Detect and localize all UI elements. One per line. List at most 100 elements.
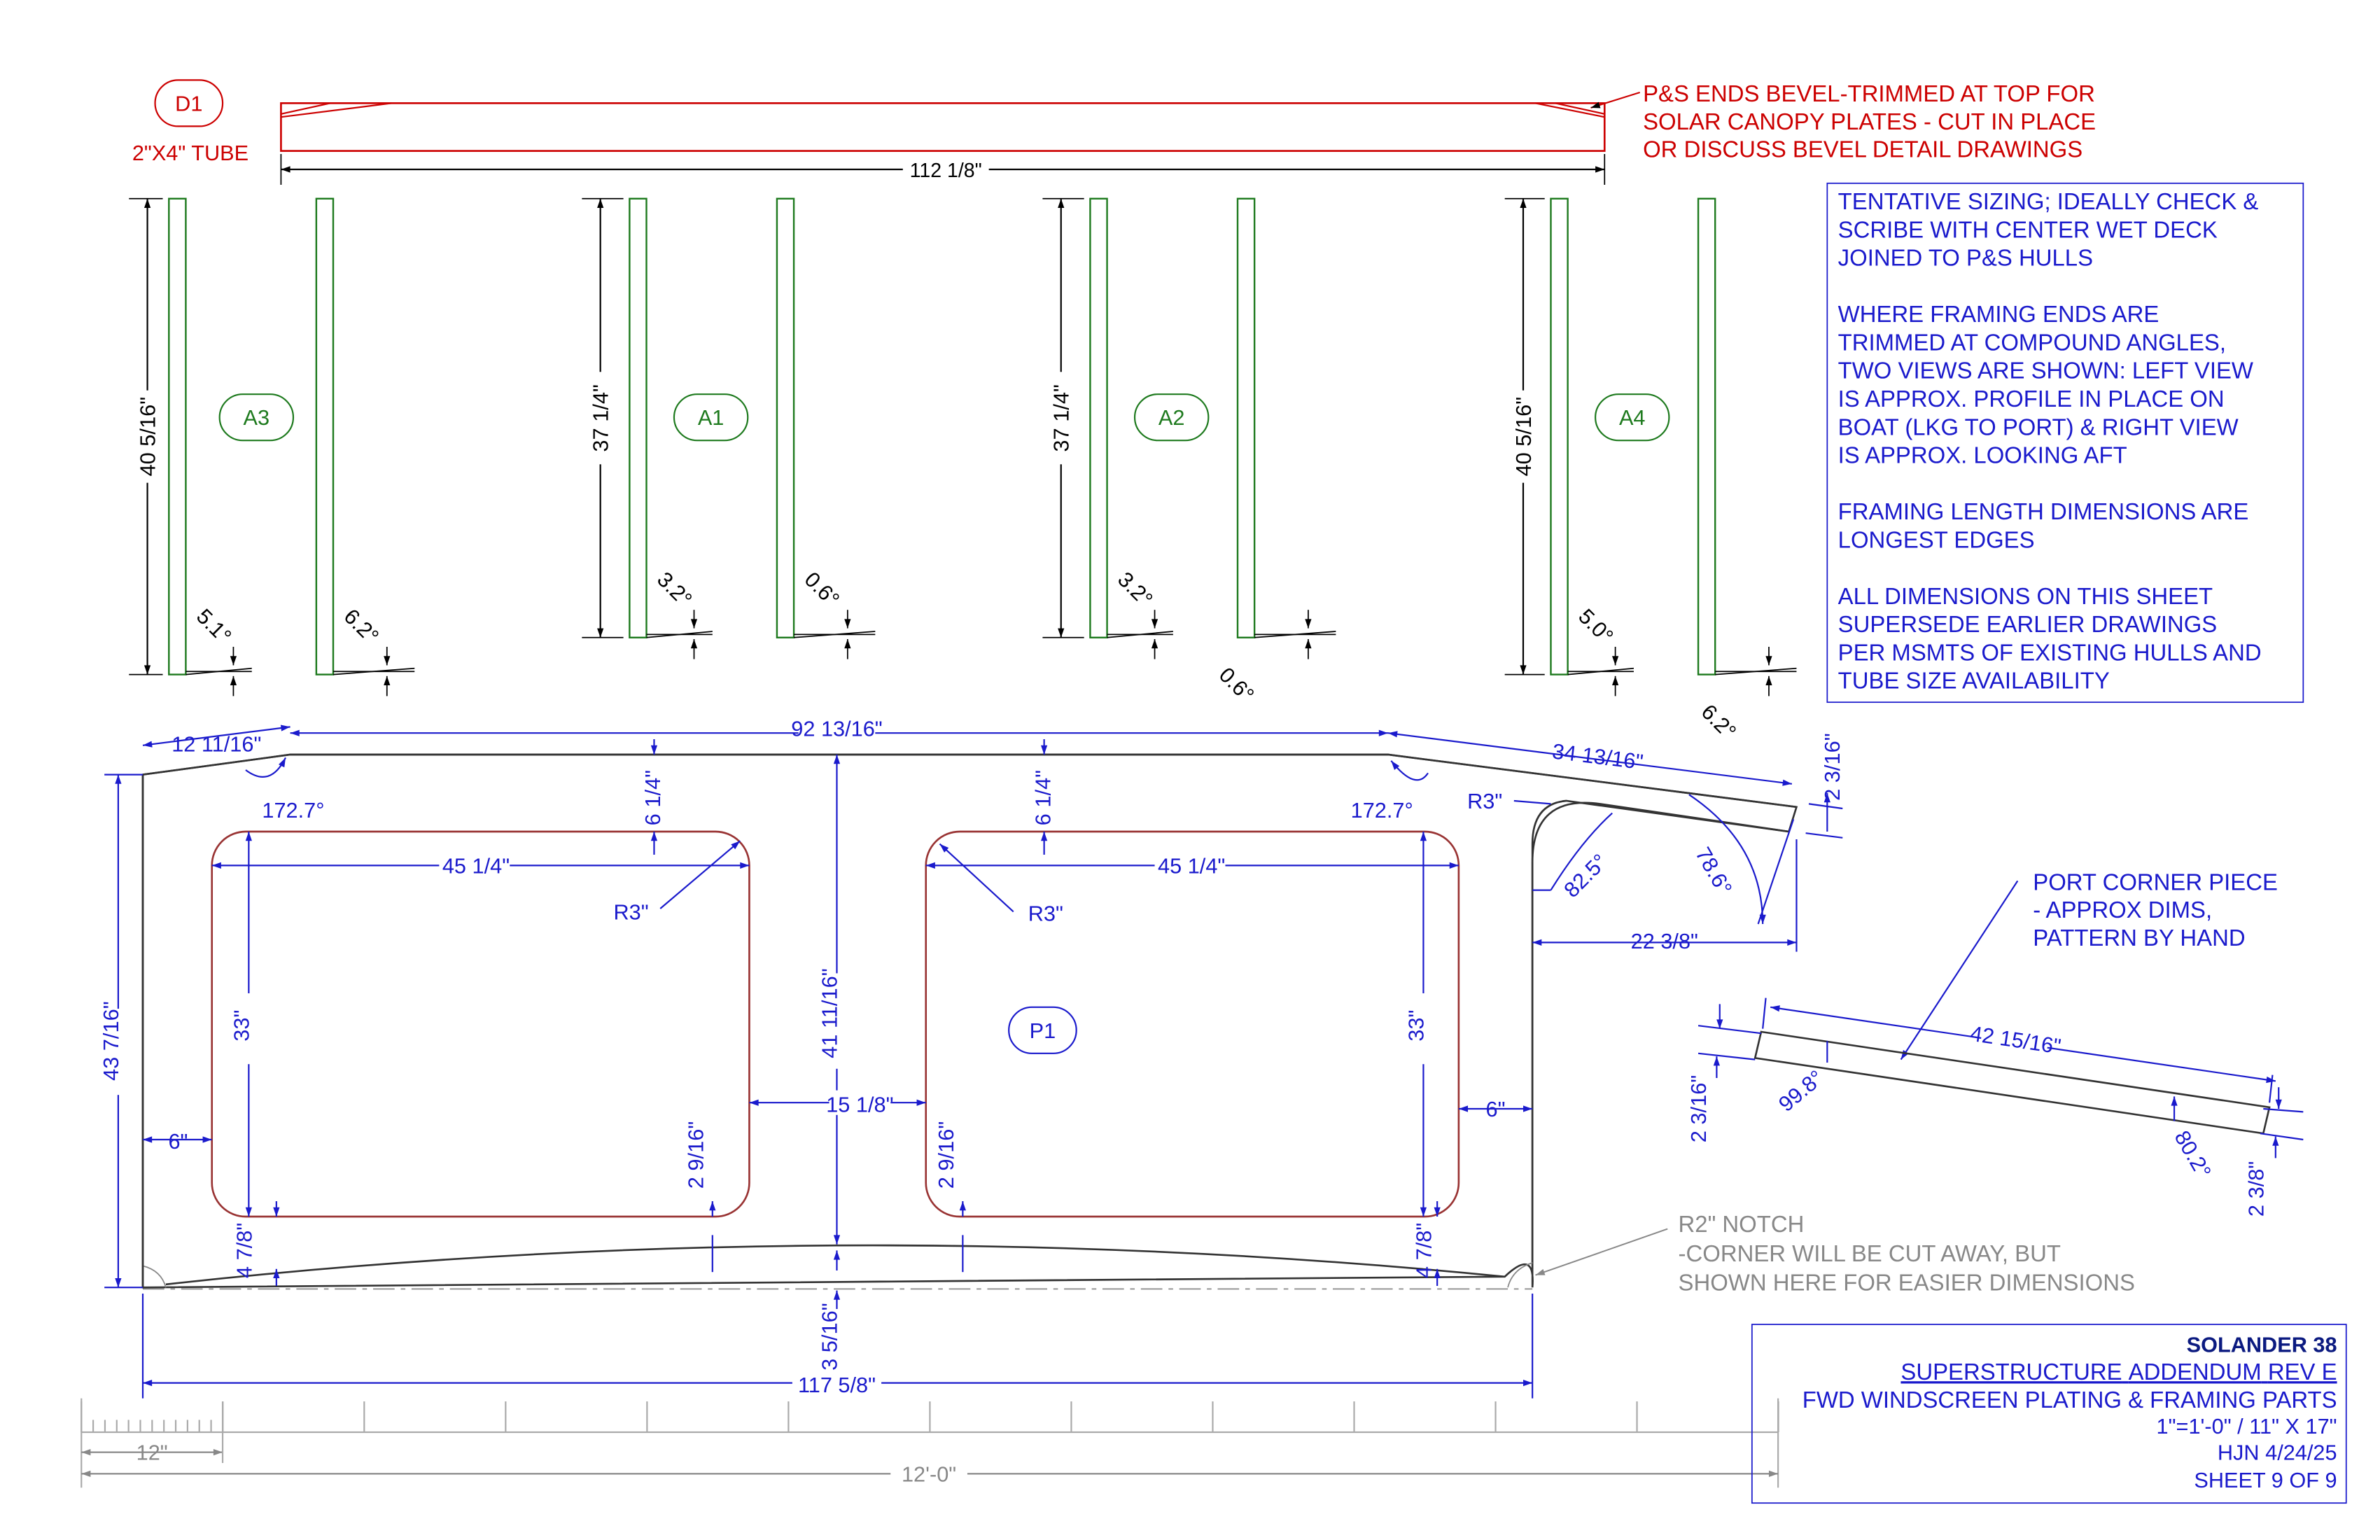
- framing-piece-a4: 40 5/16"A45.0°6.2°: [1504, 197, 1797, 744]
- tube-d1-note: P&S ENDS BEVEL-TRIMMED AT TOP FOR SOLAR …: [1643, 80, 2096, 162]
- title-block-frame: [1751, 1324, 2347, 1504]
- dim-overall-w: 117 5/8": [798, 1373, 876, 1397]
- svg-text:SHOWN HERE FOR EASIER DIMENSIO: SHOWN HERE FOR EASIER DIMENSIONS: [1679, 1270, 2135, 1296]
- dim-angle-right: 172.7°: [1351, 798, 1413, 822]
- dim-gap-b-2: 2 9/16": [934, 1121, 958, 1189]
- dim-22: 22 3/8": [1631, 929, 1698, 953]
- tube-d1-tag: D1: [175, 91, 202, 115]
- corner-angle-right: 80.2°: [2170, 1126, 2216, 1182]
- scale-bar: 12" 12'-0": [80, 1398, 1779, 1488]
- note-line: JOINED TO P&S HULLS: [1838, 245, 2093, 271]
- scale-seg: 12": [136, 1441, 168, 1465]
- framing-left-view: [629, 197, 648, 639]
- scale-total: 12'-0": [902, 1462, 956, 1486]
- framing-left-view: [168, 197, 187, 676]
- dim-right-end: 2 3/16": [1820, 733, 1844, 801]
- note-line: TWO VIEWS ARE SHOWN: LEFT VIEW: [1838, 358, 2253, 384]
- corner-angle-left: 99.8°: [1774, 1065, 1828, 1116]
- note-line: IS APPROX. PROFILE IN PLACE ON: [1838, 386, 2225, 412]
- cutout-left: [211, 830, 750, 1218]
- framing-length: 40 5/16": [1511, 397, 1536, 477]
- framing-left-angle: 5.0°: [1574, 604, 1618, 649]
- note-line: TRIMMED AT COMPOUND ANGLES,: [1838, 329, 2226, 355]
- svg-text:PORT CORNER PIECE: PORT CORNER PIECE: [2033, 869, 2278, 895]
- framing-piece-a2: 37 1/4"A23.2°0.6°: [1042, 197, 1336, 707]
- title-description: FWD WINDSCREEN PLATING & FRAMING PARTS: [1802, 1387, 2337, 1413]
- note-line: ALL DIMENSIONS ON THIS SHEET: [1838, 583, 2213, 609]
- framing-left-angle: 5.1°: [192, 604, 237, 649]
- notch-left: [142, 1265, 167, 1288]
- svg-text:P&S ENDS BEVEL-TRIMMED AT TOP: P&S ENDS BEVEL-TRIMMED AT TOP FOR: [1643, 80, 2095, 106]
- note-line: SCRIBE WITH CENTER WET DECK: [1838, 216, 2218, 242]
- title-sheet-title: SUPERSTRUCTURE ADDENDUM REV E: [1900, 1359, 2337, 1385]
- note-line: TUBE SIZE AVAILABILITY: [1838, 668, 2110, 694]
- dim-gap-b-1: 2 9/16": [684, 1121, 708, 1189]
- title-project: SOLANDER 38: [2187, 1333, 2337, 1357]
- framing-piece-a1: 37 1/4"A13.2°0.6°: [582, 197, 876, 659]
- plate-right-edge: [1531, 802, 1789, 1269]
- title-scale: 1"=1'-0" / 11" X 17": [2157, 1414, 2337, 1438]
- dim-overall-h: 43 7/16": [99, 1001, 123, 1081]
- dim-r3-top-right: R3": [1467, 789, 1502, 813]
- framing-right-angle: 0.6°: [1214, 662, 1259, 707]
- notch-note: R2" NOTCH -CORNER WILL BE CUT AWAY, BUT …: [1679, 1211, 2135, 1296]
- svg-text:R2" NOTCH: R2" NOTCH: [1679, 1211, 1805, 1237]
- framing-right-view: [315, 197, 335, 676]
- framing-right-angle: 6.2°: [340, 604, 384, 649]
- title-block: SOLANDER 38 SUPERSTRUCTURE ADDENDUM REV …: [1751, 1324, 2347, 1504]
- notch-leader: [1535, 1228, 1668, 1276]
- framing-right-view: [1697, 197, 1716, 676]
- framing-tag: A4: [1619, 405, 1646, 430]
- tube-d1-leader: [1590, 91, 1641, 109]
- note-line: FRAMING LENGTH DIMENSIONS ARE: [1838, 498, 2249, 524]
- dim-cutout-w-1: 45 1/4": [442, 853, 510, 878]
- note-line: SUPERSEDE EARLIER DRAWINGS: [1838, 611, 2218, 637]
- dim-cutout-h-1: 33": [229, 1010, 253, 1042]
- svg-text:OR DISCUSS BEVEL DETAIL DRAWIN: OR DISCUSS BEVEL DETAIL DRAWINGS: [1643, 136, 2082, 162]
- note-line: IS APPROX. LOOKING AFT: [1838, 442, 2127, 468]
- dim-top-right: 34 13/16": [1551, 738, 1645, 774]
- framing-tag: A2: [1158, 405, 1185, 430]
- dim-r3-1: R3": [613, 899, 648, 924]
- tube-d1-outline: [280, 102, 1606, 152]
- framing-tag-bubble: [1595, 393, 1670, 442]
- framing-left-view: [1550, 197, 1569, 676]
- plate-tag-bubble: [1008, 1006, 1077, 1054]
- notes-box-frame: [1826, 182, 2304, 704]
- dim-bot-center: 3 5/16": [818, 1303, 842, 1371]
- framing-right-view: [776, 197, 795, 639]
- title-author-date: HJN 4/24/25: [2218, 1441, 2337, 1465]
- framing-tag-bubble: [673, 393, 749, 442]
- corner-left-h: 2 3/16": [1686, 1075, 1711, 1143]
- notes-box: TENTATIVE SIZING; IDEALLY CHECK &SCRIBE …: [1826, 182, 2304, 704]
- dim-bot-right: 4 7/8": [1411, 1223, 1436, 1278]
- corner-right-h: 2 3/8": [2244, 1161, 2268, 1217]
- svg-text:PATTERN BY HAND: PATTERN BY HAND: [2033, 925, 2245, 951]
- notch-right: [1507, 1262, 1533, 1288]
- framing-right-view: [1236, 197, 1256, 639]
- framing-left-angle: 3.2°: [652, 567, 697, 612]
- dim-web: 15 1/8": [826, 1092, 893, 1116]
- tube-d1-bevel-right: [1535, 102, 1605, 118]
- title-sheet-number: SHEET 9 OF 9: [2194, 1468, 2337, 1492]
- tube-d1-length: 112 1/8": [910, 160, 982, 182]
- tube-d1-bevel-left: [281, 102, 392, 118]
- note-line: WHERE FRAMING ENDS ARE: [1838, 301, 2160, 327]
- dim-bot-left: 4 7/8": [232, 1223, 257, 1278]
- note-line: TENTATIVE SIZING; IDEALLY CHECK &: [1838, 188, 2259, 214]
- svg-text:SOLAR CANOPY PLATES - CUT IN P: SOLAR CANOPY PLATES - CUT IN PLACE: [1643, 108, 2096, 134]
- dim-r3-2: R3": [1028, 902, 1063, 926]
- framing-length: 37 1/4": [1049, 384, 1074, 452]
- framing-left-view: [1089, 197, 1108, 639]
- dim-top-mid: 92 13/16": [791, 717, 882, 741]
- corner-note: PORT CORNER PIECE - APPROX DIMS, PATTERN…: [2033, 869, 2278, 951]
- framing-piece-a3: 40 5/16"A35.1°6.2°: [129, 197, 415, 696]
- cutout-right: [925, 830, 1460, 1218]
- framing-tag: A3: [244, 405, 270, 430]
- dim-side-left: 6": [168, 1129, 188, 1154]
- framing-tag: A1: [698, 405, 724, 430]
- plate-p1: P1: [98, 714, 2135, 1399]
- svg-text:-CORNER WILL BE CUT AWAY, BUT: -CORNER WILL BE CUT AWAY, BUT: [1679, 1240, 2061, 1266]
- dim-cutout-h-2: 33": [1404, 1010, 1428, 1042]
